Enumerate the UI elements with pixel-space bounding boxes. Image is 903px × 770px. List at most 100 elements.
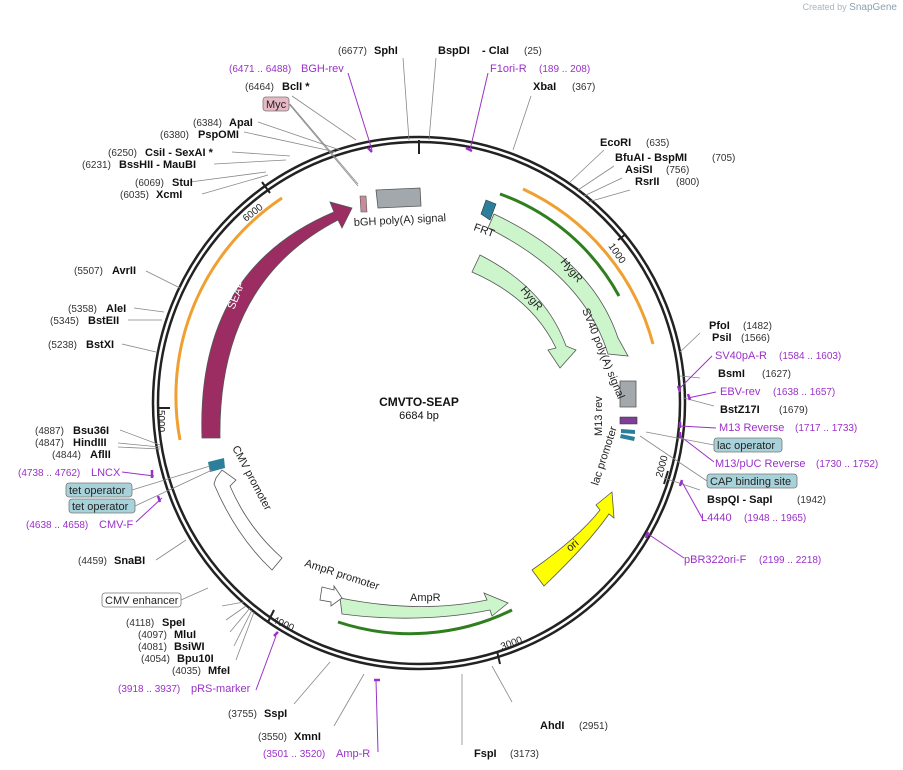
- site-name-xbai: XbaI: [533, 81, 556, 93]
- site-pos-xmni: (3550): [258, 732, 287, 743]
- site-name-xmni: XmnI: [294, 731, 321, 743]
- site-pos-spei: (4118): [126, 618, 154, 629]
- primer-pos-bgh-rev: (6471 .. 6488): [229, 64, 291, 75]
- feature-myc-mark: [359, 195, 368, 213]
- site-name-bsu36i: Bsu36I: [73, 425, 109, 437]
- site-name-alei: AleI: [106, 303, 126, 315]
- credit-brand: SnapGene: [849, 2, 897, 13]
- feature-hygr-inner: [471, 254, 577, 369]
- primer-name-cmv-f: CMV-F: [99, 519, 134, 531]
- primer-pos-sv40pa-r: (1584 .. 1603): [779, 351, 841, 362]
- feature-m13-rev: [619, 416, 638, 425]
- site-name-bsteii: BstEII: [88, 315, 119, 327]
- feature-ampr-promoter: [319, 584, 343, 607]
- site-pos-bpu10i: (4054): [141, 654, 170, 665]
- site-name-snabi: SnaBI: [114, 555, 145, 567]
- boxed-label-lac-operator-text: lac operator: [717, 440, 775, 452]
- site-name-aflii: AflII: [90, 449, 111, 461]
- label-ampr: AmpR: [410, 592, 441, 604]
- site-pos-apai: (6384): [193, 118, 222, 129]
- primer-name-pbr322ori-f: pBR322ori-F: [684, 554, 747, 566]
- primer-name-lncx: LNCX: [91, 467, 121, 479]
- scale-ticks: [157, 140, 669, 665]
- primer-marks: [150, 146, 692, 682]
- feature-cmv-promoter: [213, 469, 283, 571]
- site-pos-bcli: (6464): [245, 82, 274, 93]
- site-pos-xcmi: (6035): [120, 190, 149, 201]
- feature-ampr: [339, 592, 509, 619]
- boxed-label-cmv-enhancer: CMV enhancer: [101, 592, 182, 608]
- tick-2000: [663, 470, 669, 485]
- feature-tet-operator-mark: [208, 458, 225, 472]
- primer-name-m13-reverse: M13 Reverse: [719, 422, 784, 434]
- site-name-mfei: MfeI: [208, 665, 230, 677]
- site-pos-hindiii: (4847): [35, 438, 64, 449]
- site-name-bspqi: BspQI - SapI: [707, 494, 772, 506]
- site-name-clai: - ClaI: [482, 45, 509, 57]
- plasmid-size: 6684 bp: [399, 410, 439, 422]
- site-pos-bspqi: (1942): [797, 495, 826, 506]
- primer-pos-cmv-f: (4638 .. 4658): [26, 520, 88, 531]
- primer-pos-ebv-rev: (1638 .. 1657): [773, 387, 835, 398]
- primer-name-bgh-rev: BGH-rev: [301, 63, 344, 75]
- feature-sv40-polya: [619, 380, 637, 408]
- primer-pos-pbr322ori-f: (2199 .. 2218): [759, 555, 821, 566]
- site-name-ecori: EcoRI: [600, 137, 631, 149]
- site-pos-xbai: (367): [572, 82, 595, 93]
- site-name-avrii: AvrII: [112, 265, 136, 277]
- boxed-label-lac-operator: lac operator: [713, 437, 783, 453]
- site-name-bfuai: BfuAI - BspMI: [615, 152, 687, 164]
- boxed-label-tet-operator-2-text: tet operator: [72, 501, 129, 513]
- feature-lac-operator-mark: [621, 429, 635, 434]
- primer-pos-f1ori-r: (189 .. 208): [539, 64, 590, 75]
- primer-name-m13-puc-reverse: M13/pUC Reverse: [715, 458, 805, 470]
- site-name-psii: PsiI: [712, 332, 732, 344]
- tick-label-1000: 1000: [606, 241, 628, 266]
- site-pos-sspi: (3755): [228, 709, 257, 720]
- site-pos-asisi: (756): [666, 165, 689, 176]
- site-name-bsmi: BsmI: [718, 368, 745, 380]
- tick-1000: [617, 233, 627, 241]
- site-name-hindiii: HindIII: [73, 437, 107, 449]
- snapgene-credit: Created by SnapGene: [803, 2, 897, 13]
- site-pos-rsrii: (800): [676, 177, 699, 188]
- site-name-spei: SpeI: [162, 617, 185, 629]
- feature-cap-site-mark: [620, 434, 635, 441]
- site-pos-clai: (25): [524, 46, 542, 57]
- primer-name-amp-r: Amp-R: [336, 748, 370, 760]
- primer-lines: [121, 72, 717, 753]
- site-name-bsiwi: BsiWI: [174, 641, 205, 653]
- site-pos-stui: (6069): [135, 178, 164, 189]
- tick-label-2000: 2000: [654, 454, 670, 479]
- site-pos-bsmi: (1627): [762, 369, 791, 380]
- feature-frt: [480, 199, 497, 221]
- site-name-pspomi: PspOMI: [198, 129, 239, 141]
- label-bgh-polya: bGH poly(A) signal: [354, 212, 447, 229]
- site-pos-avrii: (5507): [74, 266, 103, 277]
- label-m13-rev: M13 rev: [593, 396, 605, 436]
- primer-name-f1ori-r: F1ori-R: [490, 63, 527, 75]
- site-name-sphi: SphI: [374, 45, 398, 57]
- primer-name-l4440: L4440: [701, 512, 732, 524]
- boxed-label-tet-operator-1-text: tet operator: [69, 485, 126, 497]
- primer-pos-m13-reverse: (1717 .. 1733): [795, 423, 857, 434]
- site-pos-bsiwi: (4081): [138, 642, 167, 653]
- site-pos-mfei: (4035): [172, 666, 201, 677]
- tick-6000: [261, 181, 271, 194]
- credit-prefix: Created by: [802, 2, 847, 12]
- site-name-bstz17i: BstZ17I: [720, 404, 760, 416]
- site-name-rsrii: RsrII: [635, 176, 659, 188]
- feature-ori: [531, 491, 615, 587]
- site-pos-ecori: (635): [646, 138, 669, 149]
- site-pos-pspomi: (6380): [160, 130, 189, 141]
- boxed-label-cmv-enhancer-text: CMV enhancer: [105, 595, 179, 607]
- site-name-mlui: MluI: [174, 629, 196, 641]
- primer-pos-lncx: (4738 .. 4762): [18, 468, 80, 479]
- site-pos-bsshii: (6231): [82, 160, 111, 171]
- site-name-bpu10i: Bpu10I: [177, 653, 214, 665]
- site-name-bsshii: BssHII - MauBI: [119, 159, 196, 171]
- boxed-label-cap-binding-site: CAP binding site: [706, 473, 798, 489]
- orf-arc-left: [174, 196, 283, 441]
- site-pos-bstxi: (5238): [48, 340, 77, 351]
- boxed-label-tet-operator-1: tet operator: [65, 482, 133, 498]
